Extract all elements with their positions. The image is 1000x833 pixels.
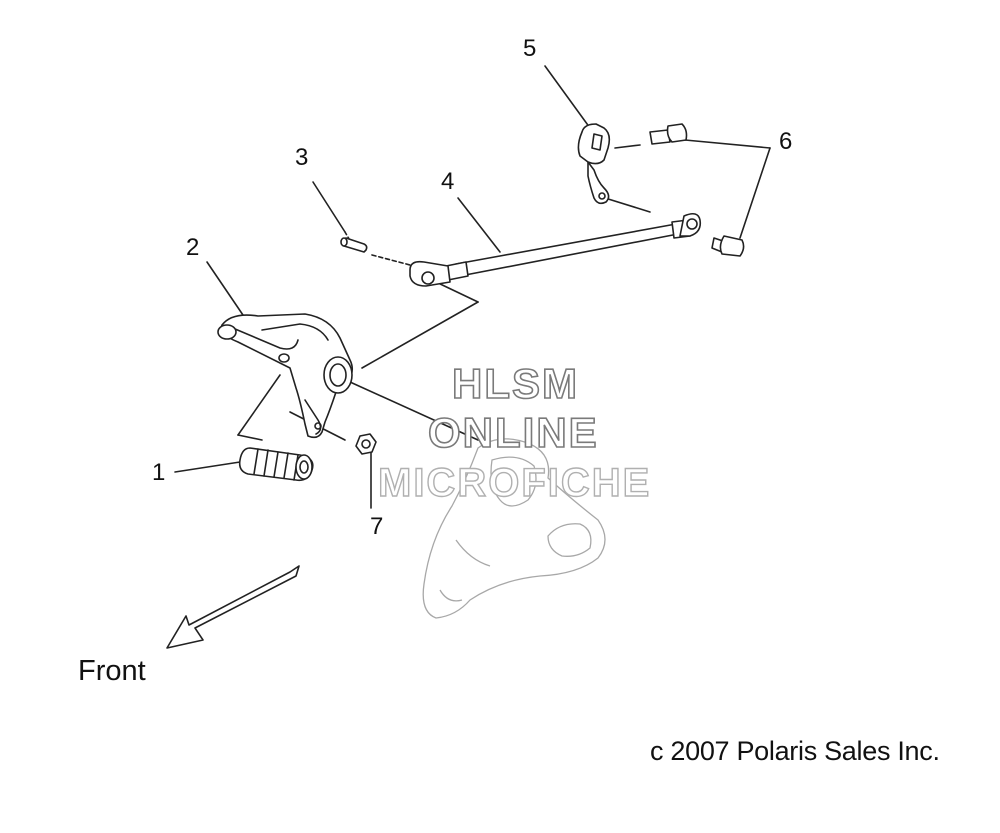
part-6-bolts [649,123,745,257]
part-4-shift-rod [409,212,702,287]
callout-4: 4 [441,168,455,195]
callout-7: 7 [370,513,384,540]
callout-3: 3 [295,144,309,171]
part-7-nut [355,433,377,455]
part-5-shift-arm [577,123,611,205]
engine-case-ghost [422,438,606,619]
callout-2: 2 [186,234,200,261]
watermark-line-1: HLSM [451,360,579,407]
callout-5: 5 [523,35,537,62]
watermark-line-2: ONLINE [427,409,599,456]
front-direction-label: Front [78,655,146,687]
callout-1: 1 [152,459,166,486]
part-3-pin [340,237,368,253]
part-2-shift-lever [217,313,354,439]
copyright-notice: c 2007 Polaris Sales Inc. [650,736,940,766]
part-1-shift-peg [238,447,314,482]
callout-6: 6 [779,128,793,155]
front-arrow-icon [166,565,300,649]
watermark-line-3: MICROFICHE [377,461,652,505]
